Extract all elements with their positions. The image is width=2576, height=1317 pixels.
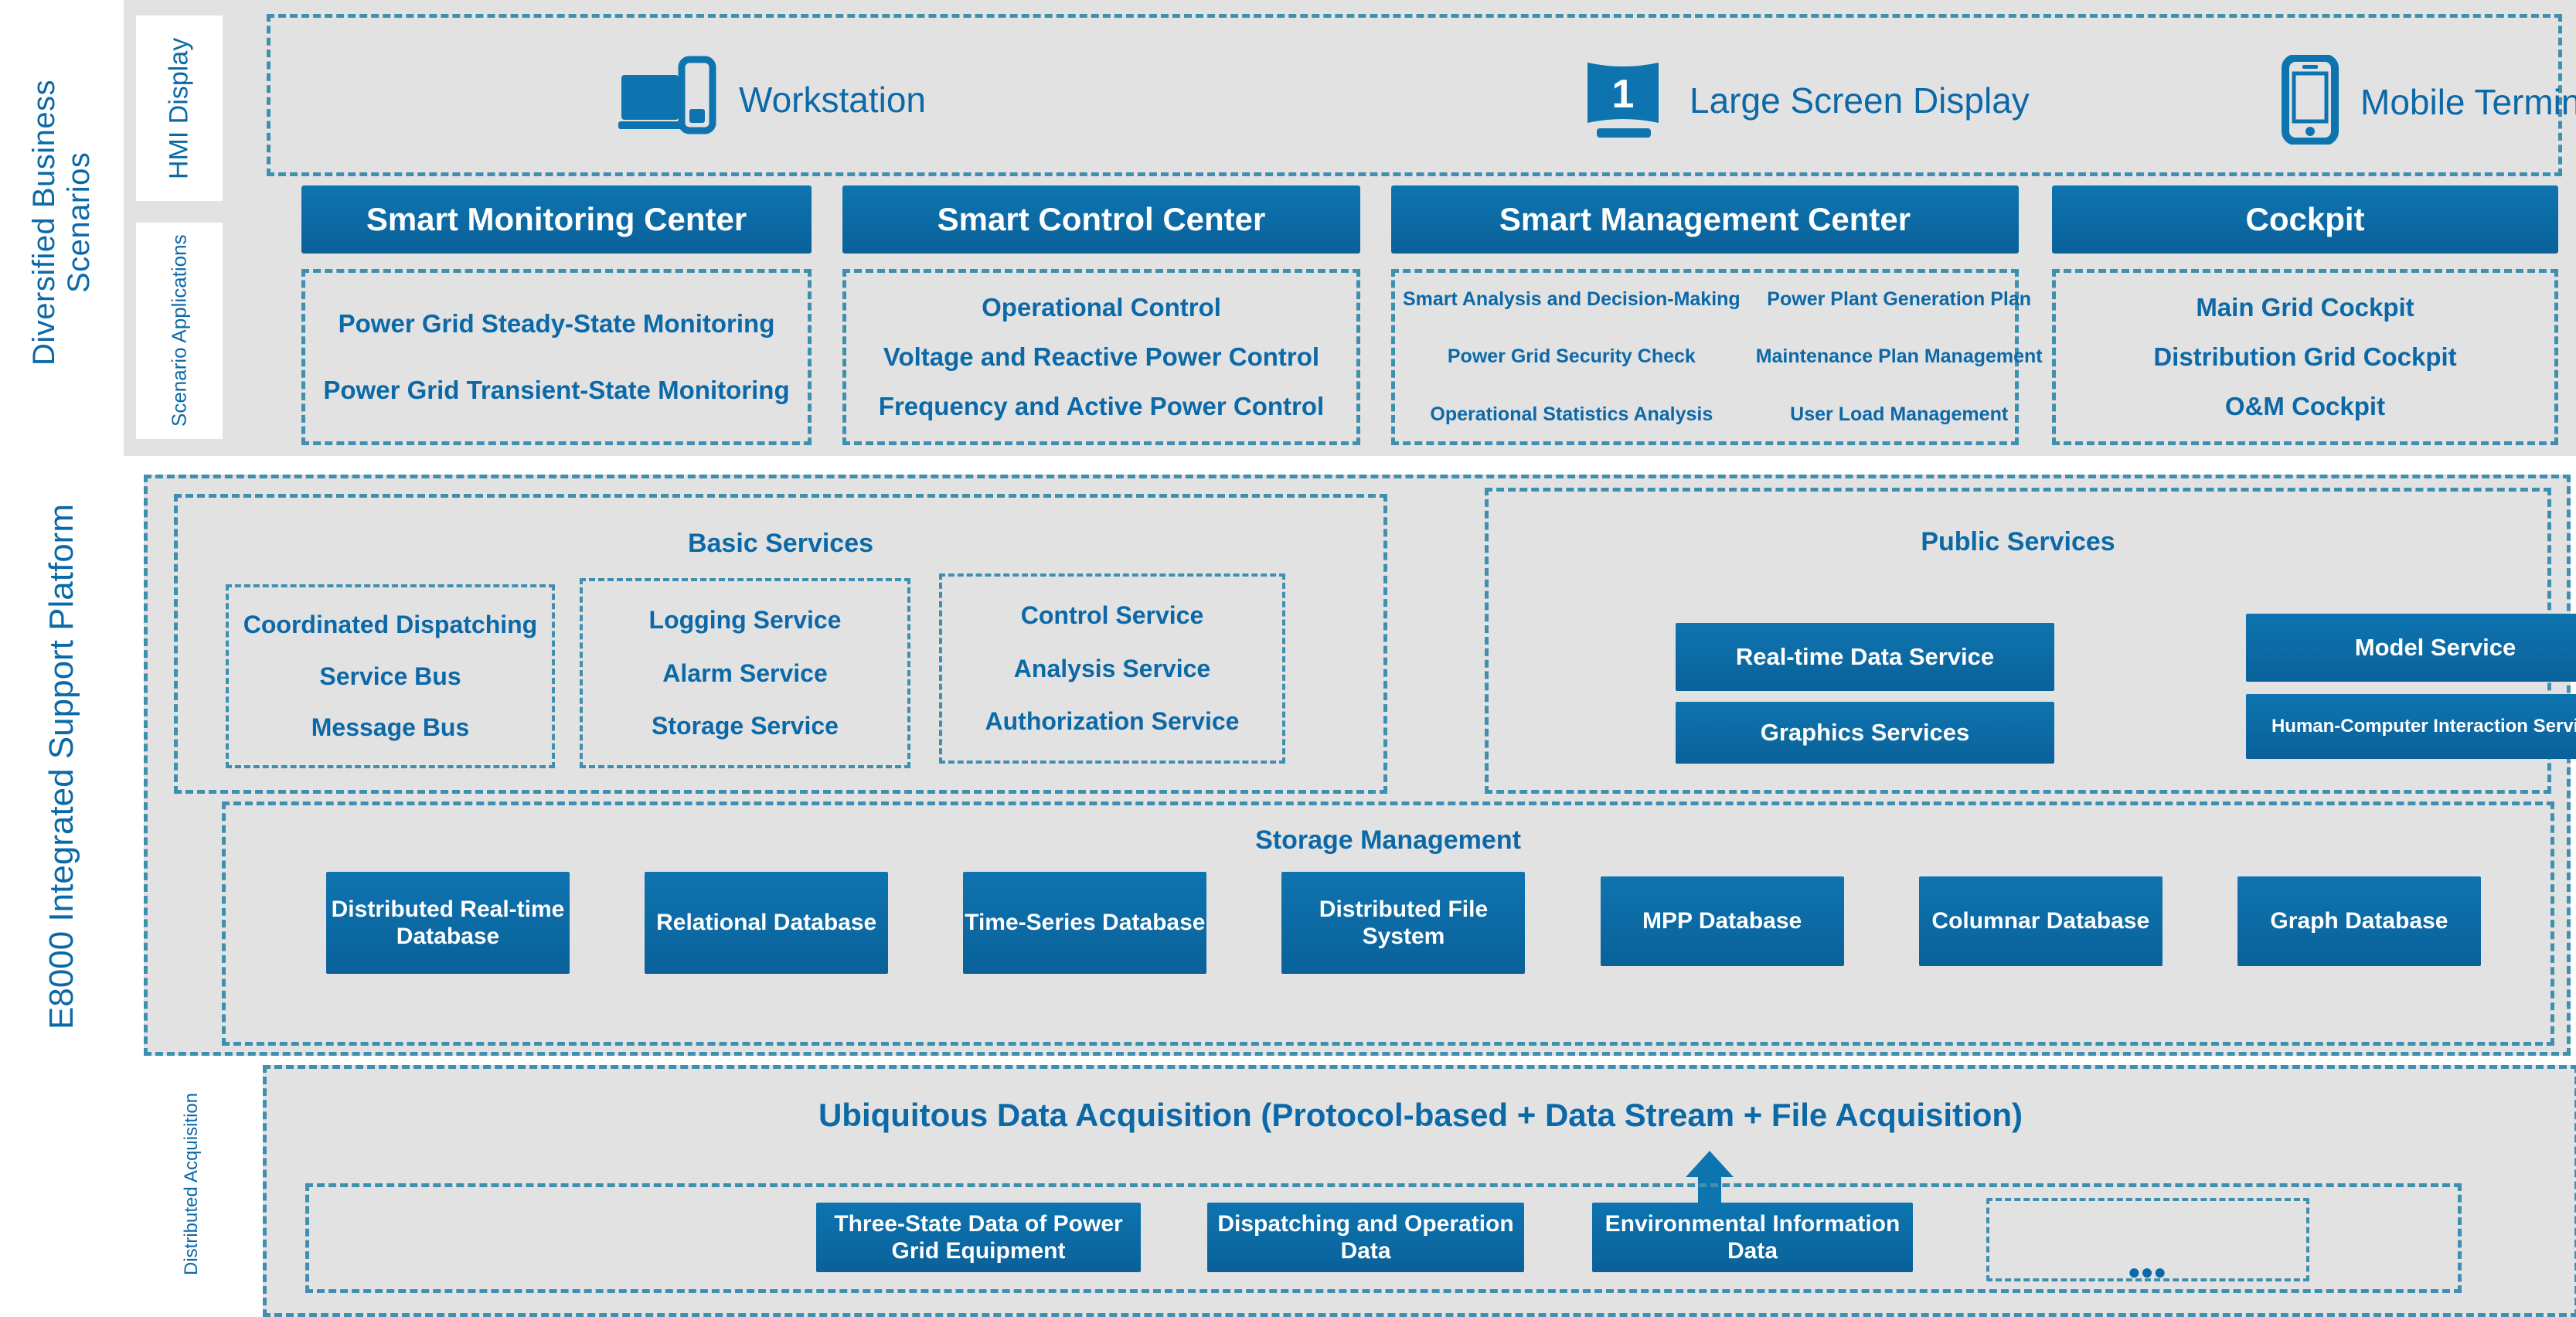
- large-screen-display-icon: 1: [1577, 55, 1669, 145]
- basic-services-group-2: Logging Service Alarm Service Storage Se…: [580, 578, 910, 768]
- center-item[interactable]: Operational Control: [982, 293, 1221, 322]
- platform-outline: Basic Services Coordinated Dispatching S…: [144, 475, 2576, 1056]
- basic-services-title: Basic Services: [687, 529, 874, 558]
- acquisition-sources-row: Three-State Data of Power Grid Equipment…: [305, 1183, 2462, 1293]
- acquisition-source[interactable]: Dispatching and Operation Data: [1207, 1203, 1524, 1272]
- database-box[interactable]: Columnar Database: [1918, 876, 2163, 966]
- rail-diversified-business-scenarios: Diversified Business Scenarios: [8, 6, 116, 439]
- center-body-smart-monitoring: Power Grid Steady-State Monitoring Power…: [301, 269, 812, 445]
- center-item[interactable]: Power Grid Transient-State Monitoring: [323, 375, 790, 404]
- center-item[interactable]: O&M Cockpit: [2224, 392, 2386, 420]
- center-item[interactable]: Power Plant Generation Plan: [1767, 288, 2032, 310]
- acquisition-source[interactable]: Environmental Information Data: [1592, 1203, 1913, 1272]
- acquisition-title: Ubiquitous Data Acquisition (Protocol-ba…: [818, 1097, 2023, 1133]
- service-item[interactable]: Service Bus: [319, 662, 461, 690]
- center-cockpit: Cockpit Main Grid Cockpit Distribution G…: [2052, 185, 2558, 445]
- center-item[interactable]: Voltage and Reactive Power Control: [883, 342, 1320, 371]
- service-item[interactable]: Control Service: [1020, 601, 1204, 629]
- database-box[interactable]: MPP Database: [1600, 876, 1844, 966]
- center-item[interactable]: Main Grid Cockpit: [2196, 293, 2414, 322]
- basic-services-group-1: Coordinated Dispatching Service Bus Mess…: [226, 584, 555, 768]
- svg-text:1: 1: [1612, 72, 1635, 117]
- storage-database-row: Distributed Real-time Database Relationa…: [326, 872, 2481, 995]
- database-box[interactable]: Distributed Real-time Database: [326, 872, 570, 974]
- center-item[interactable]: Smart Analysis and Decision-Making: [1403, 288, 1741, 310]
- basic-services-group-3: Control Service Analysis Service Authori…: [939, 573, 1285, 764]
- center-item[interactable]: Power Grid Steady-State Monitoring: [338, 309, 775, 339]
- hmi-item-large-screen-display[interactable]: 1 Large Screen Display: [1577, 55, 2030, 145]
- center-title-smart-control[interactable]: Smart Control Center: [842, 185, 1360, 254]
- center-item[interactable]: Distribution Grid Cockpit: [2153, 342, 2457, 371]
- center-item[interactable]: Maintenance Plan Management: [1755, 345, 2043, 368]
- database-box[interactable]: Relational Database: [645, 872, 889, 974]
- service-item[interactable]: Alarm Service: [662, 658, 828, 687]
- center-smart-monitoring: Smart Monitoring Center Power Grid Stead…: [301, 185, 812, 445]
- hmi-item-workstation[interactable]: Workstation: [618, 55, 926, 144]
- public-services-panel: Public Services Real-time Data Service G…: [1485, 488, 2576, 794]
- service-item[interactable]: Authorization Service: [985, 707, 1240, 736]
- center-body-smart-control: Operational Control Voltage and Reactive…: [842, 269, 1360, 445]
- ubiquitous-data-acquisition-panel: Ubiquitous Data Acquisition (Protocol-ba…: [263, 1065, 2576, 1317]
- center-title-smart-monitoring[interactable]: Smart Monitoring Center: [301, 185, 812, 254]
- ellipsis-icon: •••: [2128, 1254, 2168, 1291]
- service-item[interactable]: Storage Service: [652, 712, 839, 740]
- center-smart-control: Smart Control Center Operational Control…: [842, 185, 1360, 445]
- hmi-item-label: Mobile Terminal: [2360, 81, 2576, 122]
- center-title-cockpit[interactable]: Cockpit: [2052, 185, 2558, 254]
- center-body-smart-management: Smart Analysis and Decision-Making Power…: [1391, 269, 2043, 445]
- center-item[interactable]: Frequency and Active Power Control: [878, 392, 1325, 420]
- service-item[interactable]: Analysis Service: [1013, 654, 1211, 682]
- workstation-icon: [618, 55, 719, 144]
- database-box[interactable]: Distributed File System: [1281, 872, 1526, 974]
- acquisition-source-placeholder: •••: [1986, 1198, 2309, 1289]
- center-title-smart-management[interactable]: Smart Management Center: [1391, 185, 2019, 254]
- storage-management-panel: Storage Management Distributed Real-time…: [222, 801, 2554, 1046]
- rail-distributed-acquisition: Distributed Acquisition: [155, 1068, 229, 1300]
- public-service-button[interactable]: Model Service: [2246, 614, 2576, 682]
- public-services-title: Public Services: [1921, 527, 2115, 556]
- center-item[interactable]: Power Grid Security Check: [1447, 345, 1696, 368]
- basic-services-panel: Basic Services Coordinated Dispatching S…: [174, 494, 1387, 794]
- e8000-platform-panel: Basic Services Coordinated Dispatching S…: [144, 475, 2576, 1056]
- public-service-button[interactable]: Human-Computer Interaction Service: [2246, 694, 2576, 759]
- hmi-display-panel: Workstation 1 Large Screen Display: [267, 14, 2576, 176]
- center-item[interactable]: Operational Statistics Analysis: [1430, 403, 1713, 426]
- storage-management-title: Storage Management: [1255, 825, 1521, 855]
- center-item[interactable]: User Load Management: [1790, 403, 2009, 426]
- rail-hmi-display: HMI Display: [136, 15, 223, 201]
- rail-e8000-platform: E8000 Integrated Support Platform: [8, 475, 116, 1059]
- database-box[interactable]: Time-Series Database: [963, 872, 1207, 974]
- rail-scenario-applications: Scenario Applications: [136, 223, 223, 439]
- hmi-item-label: Workstation: [739, 79, 927, 120]
- service-item[interactable]: Message Bus: [311, 713, 470, 742]
- service-item[interactable]: Logging Service: [648, 605, 842, 634]
- public-service-button[interactable]: Real-time Data Service: [1676, 623, 2054, 691]
- database-box[interactable]: Graph Database: [2237, 876, 2481, 966]
- hmi-item-label: Large Screen Display: [1690, 80, 2030, 121]
- public-service-button[interactable]: Graphics Services: [1676, 702, 2054, 764]
- center-body-cockpit: Main Grid Cockpit Distribution Grid Cock…: [2052, 269, 2558, 445]
- acquisition-source[interactable]: Three-State Data of Power Grid Equipment: [816, 1203, 1141, 1272]
- hmi-item-mobile-terminal[interactable]: Mobile Terminal: [2280, 54, 2576, 148]
- service-item[interactable]: Coordinated Dispatching: [243, 610, 538, 638]
- mobile-terminal-icon: [2280, 54, 2340, 148]
- center-smart-management: Smart Management Center Smart Analysis a…: [1391, 185, 2043, 445]
